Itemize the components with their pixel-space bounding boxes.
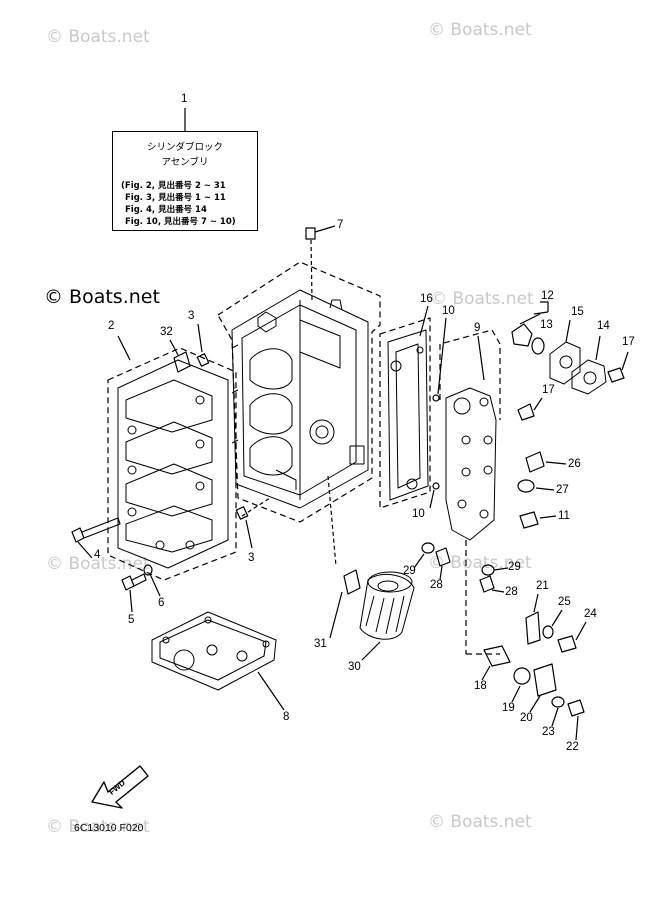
watermark-mid-left: © Boats.net (46, 554, 150, 574)
callout-29: 29 (403, 565, 416, 577)
callout-7: 7 (337, 219, 344, 231)
cylinder-head (117, 359, 229, 569)
cover-9 (445, 387, 497, 541)
callout-20: 20 (520, 712, 533, 724)
union-bolt-31 (343, 569, 361, 595)
fitting-28a (435, 547, 451, 567)
fwd-arrow-icon (91, 765, 149, 809)
cover-20 (533, 663, 557, 697)
callout-18: 18 (474, 680, 487, 692)
grommet-19 (513, 667, 531, 685)
callout-23: 23 (542, 726, 555, 738)
callout-13: 13 (540, 319, 553, 331)
pin-10b (432, 482, 440, 490)
watermark-bottom-left: © Boats.net (46, 817, 150, 837)
callout-28: 28 (430, 579, 443, 591)
washer-6 (143, 564, 153, 576)
o-ring-27 (517, 479, 535, 493)
washer-13 (531, 337, 545, 355)
info-box-ref: (Fig. 2, 見出番号 2 ~ 31 (121, 181, 226, 191)
info-box-ref: Fig. 3, 見出番号 1 ~ 11 (125, 193, 226, 203)
pin-10a (432, 394, 440, 402)
callout-30: 30 (348, 661, 361, 673)
callout-21: 21 (536, 580, 549, 592)
callout-26: 26 (568, 458, 581, 470)
info-box-title-line2: アセンブリ (161, 157, 209, 168)
watermark-center-left: © Boats.net (44, 286, 160, 308)
washer-23 (551, 696, 565, 708)
cover-15 (549, 341, 581, 385)
watermark-center-right: © Boats.net (430, 289, 534, 309)
callout-16: 16 (420, 293, 433, 305)
bolt-17b (517, 403, 535, 421)
callout-29: 29 (508, 561, 521, 573)
callout-15: 15 (571, 306, 584, 318)
callout-6: 6 (158, 597, 165, 609)
callout-11: 11 (558, 510, 570, 522)
callout-1: 1 (181, 93, 188, 105)
thermostat-14 (571, 359, 607, 395)
gasket-16 (387, 329, 429, 501)
callout-32: 32 (160, 326, 173, 338)
washer-29a (421, 542, 435, 554)
dowel-pin-3b (235, 506, 249, 520)
callout-12: 12 (541, 290, 554, 302)
callout-24: 24 (584, 608, 597, 620)
assembly-info-box: シリンダブロック アセンブリ (Fig. 2, 見出番号 2 ~ 31 Fig.… (112, 131, 258, 231)
diagram-code: 6C13010 F020 (74, 822, 144, 834)
cylinder-block-outline (217, 261, 381, 523)
cover-9-outline (439, 329, 501, 420)
cylinder-block (231, 289, 369, 509)
callout-4: 4 (94, 549, 101, 561)
callout-2: 2 (108, 320, 115, 332)
callout-17: 17 (622, 336, 635, 348)
callout-5: 5 (128, 614, 135, 626)
bolt-24 (557, 635, 577, 653)
sensor-32 (173, 351, 191, 373)
callout-25: 25 (558, 596, 571, 608)
callout-19: 19 (502, 702, 515, 714)
bleed-screw-7 (305, 227, 316, 240)
bolt-4 (71, 517, 121, 543)
callout-8: 8 (283, 711, 290, 723)
washer-29b (481, 564, 495, 576)
washer-25 (542, 625, 554, 639)
bolt-11 (519, 511, 539, 529)
callout-10: 10 (412, 508, 425, 520)
exhaust-gasket-8 (151, 611, 277, 691)
clip-18 (483, 645, 511, 667)
bolt-22 (567, 699, 585, 717)
oil-filter-30 (359, 571, 415, 640)
leader-2 (117, 335, 131, 361)
anode-13 (511, 323, 533, 347)
info-box-title-line1: シリンダブロック (146, 142, 223, 153)
callout-28: 28 (505, 586, 518, 598)
callout-22: 22 (566, 741, 579, 753)
bolt-17a (607, 367, 625, 383)
info-box-ref: Fig. 4, 見出番号 14 (125, 205, 207, 215)
info-box-ref: Fig. 10, 見出番号 7 ~ 10) (125, 217, 236, 227)
gasket-16-frame (379, 317, 431, 509)
bracket-21 (525, 611, 541, 645)
callout-14: 14 (597, 320, 610, 332)
fitting-28b (479, 575, 495, 593)
watermark-top-left: © Boats.net (46, 27, 150, 47)
callout-10: 10 (442, 305, 455, 317)
callout-9: 9 (474, 322, 481, 334)
bolt-5 (121, 573, 147, 591)
callout-27: 27 (556, 484, 569, 496)
callout-31: 31 (314, 638, 327, 650)
plug-26 (525, 451, 545, 473)
dowel-pin-3a (196, 353, 210, 367)
watermark-top-right: © Boats.net (428, 20, 532, 40)
watermark-bottom-right: © Boats.net (428, 812, 532, 832)
callout-3: 3 (188, 310, 195, 322)
callout-3: 3 (248, 552, 255, 564)
callout-17: 17 (542, 384, 555, 396)
